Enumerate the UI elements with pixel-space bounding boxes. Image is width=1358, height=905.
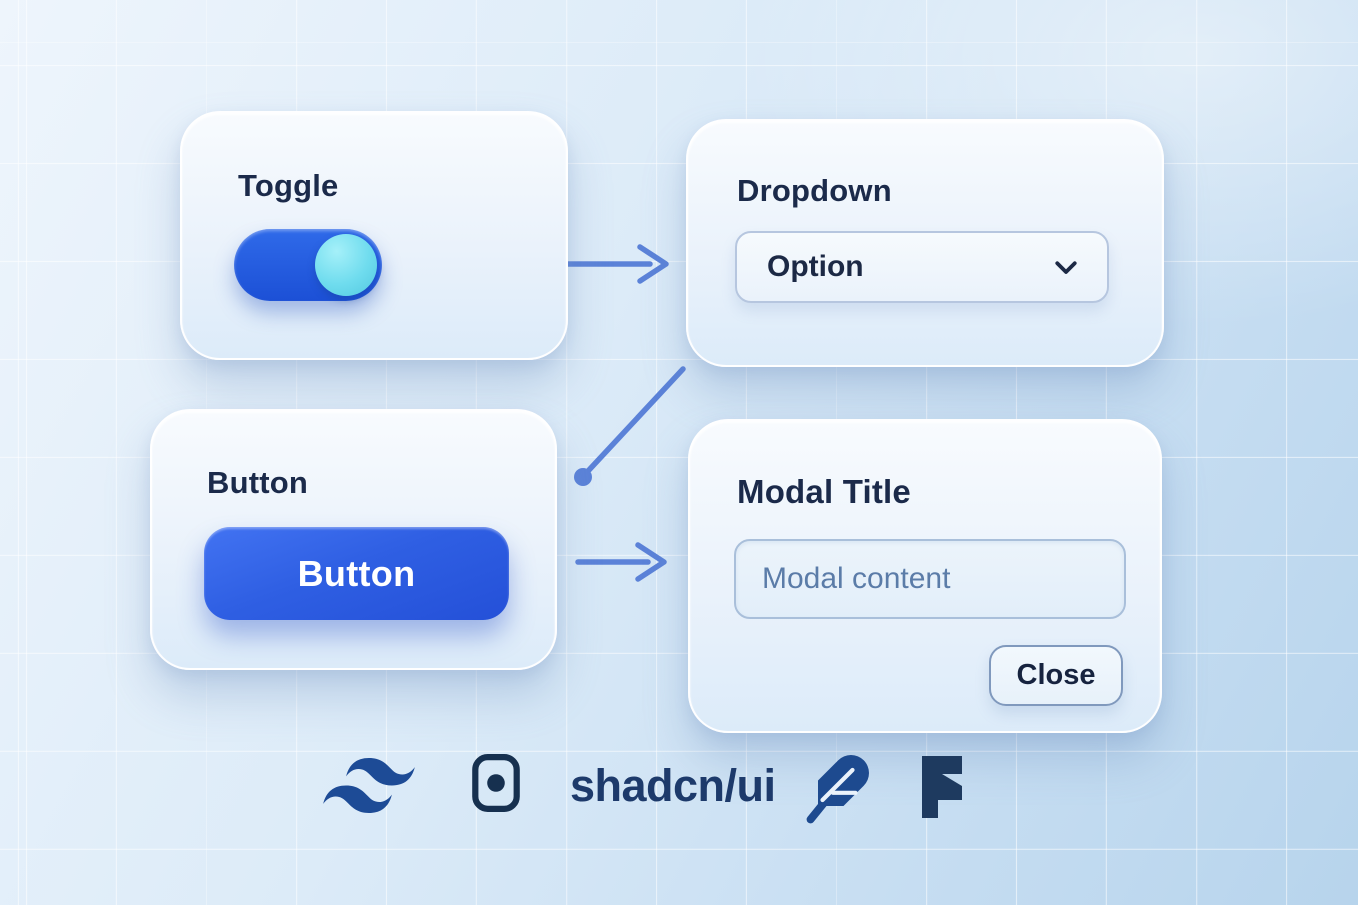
- modal-title: Modal Title: [737, 473, 911, 510]
- toggle-knob: [315, 234, 377, 296]
- shadcn-ui-wordmark: shadcn/ui: [570, 760, 776, 811]
- feather-logo: [803, 748, 875, 833]
- rounded-square-dot-logo: [471, 753, 521, 818]
- primary-button[interactable]: Button: [204, 527, 509, 620]
- framer-style-f-logo: [921, 756, 963, 823]
- angular-f-icon: [922, 756, 962, 818]
- dropdown-select[interactable]: Option: [735, 231, 1109, 303]
- dropdown-card-title: Dropdown: [737, 173, 892, 208]
- square-dot-icon: [472, 754, 520, 812]
- feather-icon: [806, 754, 869, 824]
- dropdown-selected-value: Option: [767, 250, 864, 283]
- modal-content-placeholder: Modal content: [762, 562, 951, 595]
- arrow-button-to-modal: [575, 542, 667, 582]
- connector-dropdown-to-dot: [574, 366, 686, 486]
- toggle-card-title: Toggle: [238, 168, 339, 203]
- button-card-title: Button: [207, 465, 309, 500]
- tailwind-logo: [323, 758, 415, 819]
- toggle-card: Toggle: [180, 111, 568, 360]
- tailwind-waves-icon: [323, 758, 415, 813]
- button-card: Button Button: [150, 409, 557, 670]
- dropdown-card: Dropdown Option: [686, 119, 1164, 367]
- close-button[interactable]: Close: [989, 645, 1123, 706]
- modal-card: Modal Title Modal content Close: [688, 419, 1162, 733]
- toggle-switch[interactable]: [234, 229, 382, 301]
- chevron-down-icon: [1055, 261, 1077, 274]
- modal-content-field[interactable]: Modal content: [734, 539, 1126, 619]
